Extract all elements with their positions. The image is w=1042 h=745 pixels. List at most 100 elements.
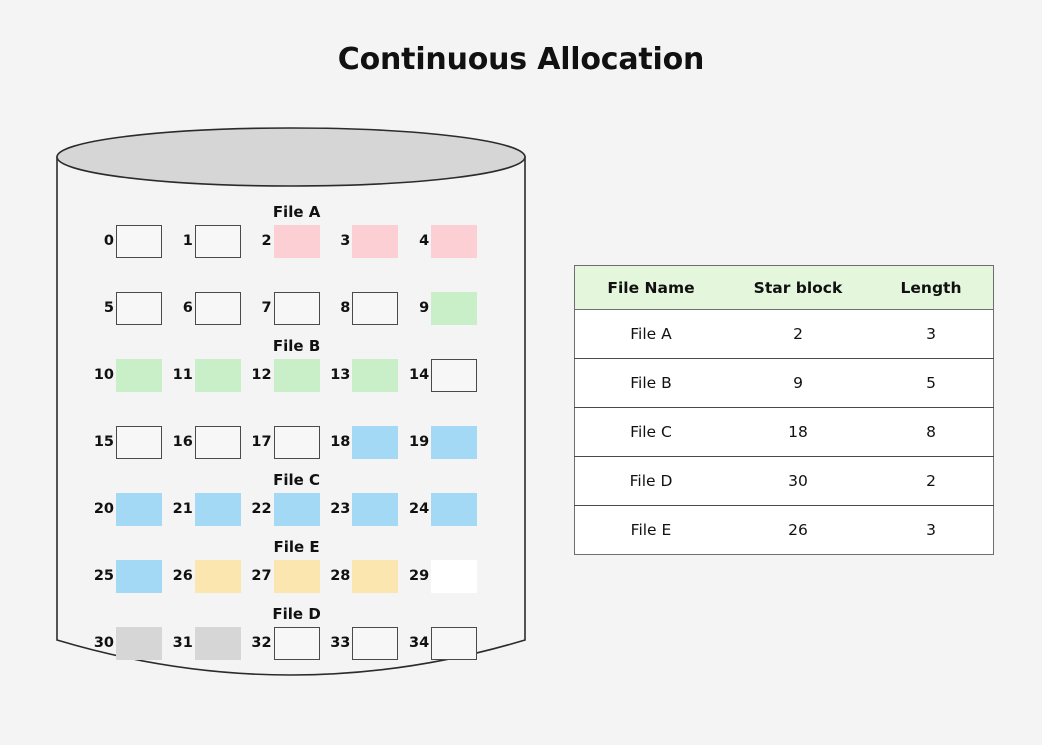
disk-block[interactable] [194,292,241,325]
file-name-cell: File E [630,521,672,539]
disk-block[interactable] [273,493,320,526]
block-index-label: 22 [251,501,272,517]
disk-block[interactable] [116,493,162,526]
disk-block[interactable] [352,292,399,325]
block-index-label: 23 [330,501,351,517]
disk-block[interactable] [352,359,399,392]
block-index-label: 31 [172,635,193,651]
block-index-label: 24 [409,501,430,517]
file-name-cell: File C [574,407,727,457]
file-group-label: File E [273,538,320,556]
disk-block[interactable] [273,560,320,593]
column-header-length: Length [869,265,994,310]
block-index-label: 16 [172,434,193,450]
disk-block[interactable] [194,359,241,392]
block-index-label: 3 [340,233,351,249]
start-block-cell: 9 [727,358,869,408]
column-header-file-name: File Name [574,265,727,310]
block-index-label: 11 [172,367,193,383]
file-name-cell: File D [574,456,727,506]
block-index-label: 8 [340,300,351,316]
block-index-label: 29 [409,568,430,584]
block-index-label: 0 [103,233,114,249]
block-index-label: 34 [409,635,430,651]
block-index-label: 19 [409,434,430,450]
length-cell: 3 [869,309,994,359]
block-index-label: 30 [93,635,114,651]
length-cell: 5 [869,358,994,408]
disk-block[interactable] [431,560,478,593]
disk-block[interactable] [116,359,162,392]
table-row: File E 26 3 [575,506,994,555]
start-block-cell: 26 [788,521,808,539]
block-index-label: 6 [182,300,193,316]
block-index-label: 33 [330,635,351,651]
block-index-label: 7 [261,300,272,316]
disk-block[interactable] [431,225,478,258]
disk-block[interactable] [273,359,320,392]
disk-block[interactable] [431,493,478,526]
disk-cylinder [50,120,532,705]
block-index-label: 18 [330,434,351,450]
disk-block[interactable] [194,426,241,459]
block-index-label: 27 [251,568,272,584]
block-index-label: 2 [261,233,272,249]
disk-block[interactable] [431,359,478,392]
disk-block[interactable] [116,426,162,459]
disk-block[interactable] [116,627,162,660]
disk-block[interactable] [273,426,320,459]
cylinder-top-ellipse [56,127,526,187]
disk-block[interactable] [273,627,320,660]
disk-block[interactable] [352,493,399,526]
start-block-cell: 18 [727,407,869,457]
block-index-label: 5 [103,300,114,316]
block-index-label: 15 [93,434,114,450]
length-cell: 3 [926,521,936,539]
file-group-label: File D [272,605,321,623]
block-index-label: 26 [172,568,193,584]
file-group-label: File A [272,203,321,221]
block-index-label: 9 [419,300,430,316]
block-index-label: 20 [93,501,114,517]
page-title: Continuous Allocation [337,42,705,77]
start-block-cell: 2 [727,309,869,359]
disk-block[interactable] [116,292,162,325]
disk-block[interactable] [116,225,162,258]
file-name-cell: File A [574,309,727,359]
disk-block[interactable] [352,426,399,459]
disk-block[interactable] [352,627,399,660]
disk-block[interactable] [431,292,478,325]
block-index-label: 14 [409,367,430,383]
block-index-label: 32 [251,635,272,651]
disk-block[interactable] [352,560,399,593]
block-index-label: 17 [251,434,272,450]
disk-block[interactable] [194,225,241,258]
table-header-row: File Name Star block Length [574,265,994,310]
disk-block[interactable] [194,627,241,660]
length-cell: 8 [869,407,994,457]
disk-block[interactable] [273,292,320,325]
disk-block[interactable] [431,627,478,660]
file-group-label: File B [272,337,321,355]
column-header-start-block: Star block [727,265,869,310]
disk-block[interactable] [194,560,241,593]
block-index-label: 4 [419,233,430,249]
file-name-cell: File B [574,358,727,408]
disk-block[interactable] [116,560,162,593]
disk-block[interactable] [273,225,320,258]
block-index-label: 10 [93,367,114,383]
block-index-label: 12 [251,367,272,383]
block-index-label: 28 [330,568,351,584]
block-index-label: 1 [182,233,193,249]
disk-block[interactable] [194,493,241,526]
disk-block[interactable] [352,225,399,258]
start-block-cell: 30 [727,456,869,506]
file-group-label: File C [273,471,321,489]
disk-block[interactable] [431,426,478,459]
